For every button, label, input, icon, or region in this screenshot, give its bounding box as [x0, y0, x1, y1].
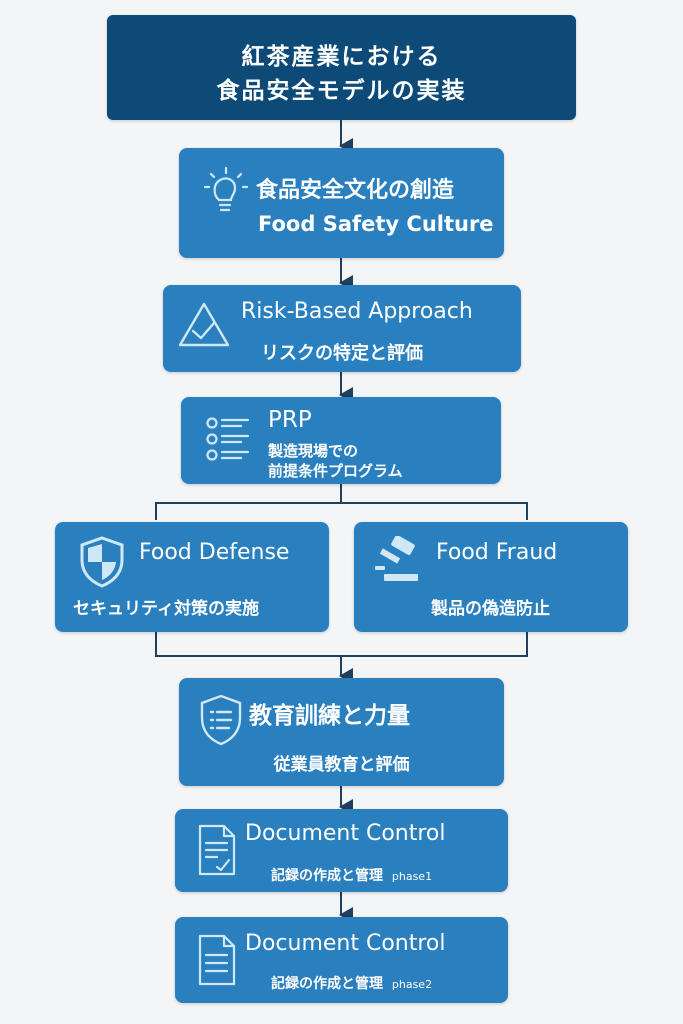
doc1-title-en: Document Control	[245, 821, 446, 846]
doc2-title-ja-text: 記録の作成と管理	[271, 976, 383, 992]
prp-subtitle-line-2: 前提条件プログラム	[268, 462, 403, 480]
prp-title-en: PRP	[268, 407, 312, 433]
doc1-phase-label: phase1	[391, 870, 433, 883]
lightbulb-icon	[203, 166, 249, 212]
step-food-defense: Food Defense セキュリティ対策の実施	[55, 522, 329, 632]
culture-title-ja: 食品安全文化の創造	[256, 178, 455, 203]
document-edit-icon	[198, 824, 236, 876]
fraud-title-en: Food Fraud	[436, 540, 558, 565]
step-prp: PRP 製造現場での 前提条件プログラム	[181, 397, 501, 484]
defense-title-en: Food Defense	[139, 540, 290, 565]
doc2-phase-label: phase2	[391, 978, 433, 991]
step-food-fraud: Food Fraud 製品の偽造防止	[354, 522, 628, 632]
prp-subtitle-line-1: 製造現場での	[268, 442, 359, 460]
doc1-title-ja: 記録の作成と管理 phase1	[271, 865, 432, 885]
gavel-icon	[375, 536, 418, 581]
step-document-control-phase1: Document Control 記録の作成と管理 phase1	[175, 809, 508, 892]
checklist-icon	[206, 417, 250, 461]
title-line-2: 食品安全モデルの実装	[216, 78, 467, 104]
step-training: 教育訓練と力量 従業員教育と評価	[179, 678, 504, 786]
step-risk-based-approach: Risk-Based Approach リスクの特定と評価	[163, 285, 521, 372]
warning-check-icon	[178, 302, 230, 347]
title-line-1: 紅茶産業における	[241, 44, 442, 70]
document-icon	[198, 934, 236, 986]
training-subtitle-ja: 従業員教育と評価	[273, 755, 410, 775]
risk-title-ja: リスクの特定と評価	[261, 343, 423, 364]
split-connector	[155, 502, 528, 520]
training-title-ja: 教育訓練と力量	[249, 703, 410, 729]
merge-connector	[155, 632, 528, 657]
shield-list-icon	[200, 694, 242, 746]
culture-title-en: Food Safety Culture	[258, 212, 494, 236]
risk-title-en: Risk-Based Approach	[241, 299, 473, 324]
step-food-safety-culture: 食品安全文化の創造 Food Safety Culture	[179, 148, 504, 258]
defense-title-ja: セキュリティ対策の実施	[73, 599, 259, 619]
doc2-title-en: Document Control	[245, 931, 446, 956]
doc2-title-ja: 記録の作成と管理 phase2	[271, 973, 432, 993]
shield-icon	[80, 536, 124, 588]
step-document-control-phase2: Document Control 記録の作成と管理 phase2	[175, 917, 508, 1003]
fraud-title-ja: 製品の偽造防止	[431, 599, 550, 619]
doc1-title-ja-text: 記録の作成と管理	[271, 868, 383, 884]
title-box: 紅茶産業における 食品安全モデルの実装	[107, 15, 576, 120]
